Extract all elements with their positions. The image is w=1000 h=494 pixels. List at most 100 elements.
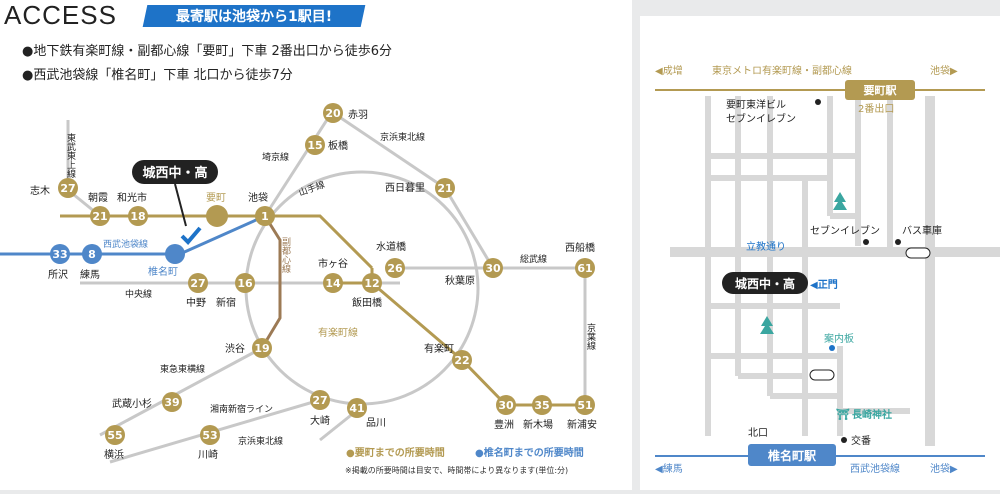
building-seven: セブンイレブン xyxy=(726,112,796,125)
station-kawasaki: 川崎 xyxy=(198,448,218,461)
label-sobu: 総武線 xyxy=(520,253,547,265)
time-tokorozawa: 33 xyxy=(52,248,67,261)
station-ohsaki: 大崎 xyxy=(310,414,330,427)
bus-stop-icon xyxy=(905,247,931,259)
direction-ikebukuro-bottom: 池袋▶ xyxy=(930,462,958,475)
time-badges: 20 15 21 1 26 14 12 30 61 27 16 19 22 30… xyxy=(50,103,595,445)
station-ikebukuro: 池袋 xyxy=(248,191,268,204)
time-musashikosugi: 39 xyxy=(164,396,179,409)
time-akihabara: 30 xyxy=(485,262,501,275)
time-nishinippori: 21 xyxy=(437,182,452,195)
label-keihin-top: 京浜東北線 xyxy=(380,131,425,143)
time-yokohama: 55 xyxy=(107,429,122,442)
label-fukutoshin: 副都心線 xyxy=(280,237,291,273)
access-info-subway: ●地下鉄有楽町線・副都心線「要町」下車 2番出口から徒歩6分 xyxy=(22,44,393,59)
school-badge-area xyxy=(722,272,808,294)
direction-ikebukuro-top: 池袋▶ xyxy=(930,64,958,77)
rikkyo-street: 立教通り xyxy=(746,240,786,253)
time-note: ※掲載の所要時間は目安で、時間帯により異なります(単位:分) xyxy=(345,465,568,475)
label-keiyo: 京葉線 xyxy=(585,322,596,350)
school-badge-route-text: 城西中・高 xyxy=(142,165,207,181)
access-info-seibu: ●西武池袋線「椎名町」下車 北口から徒歩7分 xyxy=(22,68,293,83)
line-yurakucho-fukutoshin: 東京メトロ有楽町線・副都心線 xyxy=(712,64,852,77)
time-wakoshi: 18 xyxy=(130,210,145,223)
station-akihabara: 秋葉原 xyxy=(445,274,475,287)
label-tobu-tojo: 東武東上線 xyxy=(65,132,76,178)
label-seibu: 西武池袋線 xyxy=(103,238,148,250)
torii-icon: ⛩ xyxy=(836,408,850,421)
label-keihin-bottom: 京浜東北線 xyxy=(238,435,283,447)
label-toyoko: 東急東横線 xyxy=(160,363,205,375)
info-board: 案内板 xyxy=(824,332,854,345)
station-akabane: 赤羽 xyxy=(348,109,368,121)
time-ikebukuro: 1 xyxy=(261,210,269,223)
station-yurakucho: 有楽町 xyxy=(424,342,454,355)
station-wakoshi: 和光市 xyxy=(117,191,147,204)
check-icon xyxy=(180,226,202,245)
building-toyo: 要町東洋ビル xyxy=(726,98,786,111)
station-toyosu: 豊洲 xyxy=(494,418,514,431)
time-nerima: 8 xyxy=(88,248,96,261)
station-asaka: 朝霞 xyxy=(88,192,108,204)
station-iidabashi: 飯田橋 xyxy=(352,296,382,309)
station-tokorozawa: 所沢 xyxy=(48,268,68,281)
poi-seven-eleven: セブンイレブン xyxy=(810,224,880,237)
time-ohsaki: 27 xyxy=(312,394,327,407)
time-shinurayasu: 51 xyxy=(577,399,592,412)
station-shinjuku: 新宿 xyxy=(216,296,236,309)
time-ichigaya: 14 xyxy=(325,277,341,290)
shiinamachi-station-box xyxy=(748,444,836,466)
station-itabashi: 板橋 xyxy=(328,139,348,152)
time-nishifunabashi: 61 xyxy=(577,262,592,275)
poi-seven-dot xyxy=(863,239,869,245)
tree-icon xyxy=(833,192,847,210)
legend-kaname: ●要町までの所要時間 xyxy=(346,446,445,459)
route-map-panel: ACCESS 最寄駅は池袋から1駅目! ●地下鉄有楽町線・副都心線「要町」下車 … xyxy=(0,0,632,490)
legend-shiinamachi: ●椎名町までの所要時間 xyxy=(475,446,584,459)
station-shinkiba: 新木場 xyxy=(523,418,553,431)
fukutoshin-line xyxy=(260,215,282,349)
school-name: 城西中・高 xyxy=(735,276,795,291)
kanamecho-station-box xyxy=(845,80,915,100)
station-shiinamachi-dot xyxy=(165,244,185,264)
time-shinagawa: 41 xyxy=(349,402,364,415)
area-map: ◀成增 東京メトロ有楽町線・副都心線 池袋▶ 要町駅 2番出口 要町東洋ビル セ… xyxy=(655,64,1000,475)
station-nishifunabashi: 西船橋 xyxy=(565,241,595,254)
main-gate: ◀正門 xyxy=(810,279,838,291)
station-yokohama: 横浜 xyxy=(104,448,124,461)
label-shonan-shinjuku: 湘南新宿ライン xyxy=(210,403,273,415)
station-nerima: 練馬 xyxy=(80,268,100,281)
station-shibuya: 渋谷 xyxy=(225,342,245,355)
poi-bus-garage: バス車庫 xyxy=(902,224,942,237)
time-akabane: 20 xyxy=(325,107,341,120)
station-nakano: 中野 xyxy=(186,296,206,309)
kanamecho-station: 要町駅 xyxy=(864,84,897,97)
station-shinurayasu: 新浦安 xyxy=(567,418,597,431)
time-shinkiba: 35 xyxy=(534,399,549,412)
station-nishinippori: 西日暮里 xyxy=(385,181,425,194)
time-asaka: 21 xyxy=(92,210,107,223)
badge-pointer xyxy=(174,183,187,227)
time-yurakucho: 22 xyxy=(454,354,469,367)
exit-2: 2番出口 xyxy=(858,102,894,115)
police-box-dot xyxy=(841,437,847,443)
direction-nerima: ◀練馬 xyxy=(655,462,683,475)
station-shinagawa: 品川 xyxy=(366,417,386,429)
time-itabashi: 15 xyxy=(307,139,322,152)
police-box: 交番 xyxy=(851,434,871,447)
line-seibu-ikebukuro: 西武池袋線 xyxy=(850,462,900,475)
poi-bus-dot xyxy=(895,239,901,245)
label-yamanote: 山手線 xyxy=(297,178,326,199)
streets xyxy=(705,96,910,436)
time-shinjuku: 16 xyxy=(237,277,253,290)
info-board-dot xyxy=(829,345,835,351)
direction-narimasu: ◀成增 xyxy=(655,64,683,77)
shiinamachi-station: 椎名町駅 xyxy=(767,448,817,463)
label-saikyo: 埼京線 xyxy=(262,151,289,163)
school-badge-route xyxy=(132,160,218,184)
route-map: 東武東上線 埼京線 京浜東北線 山手線 副都心線 西武池袋線 総武線 京葉線 中… xyxy=(0,103,597,475)
label-yurakucho: 有楽町線 xyxy=(318,326,358,339)
tree-icon-2 xyxy=(760,316,774,334)
time-shibuya: 19 xyxy=(254,342,269,355)
time-shiki: 27 xyxy=(60,182,75,195)
